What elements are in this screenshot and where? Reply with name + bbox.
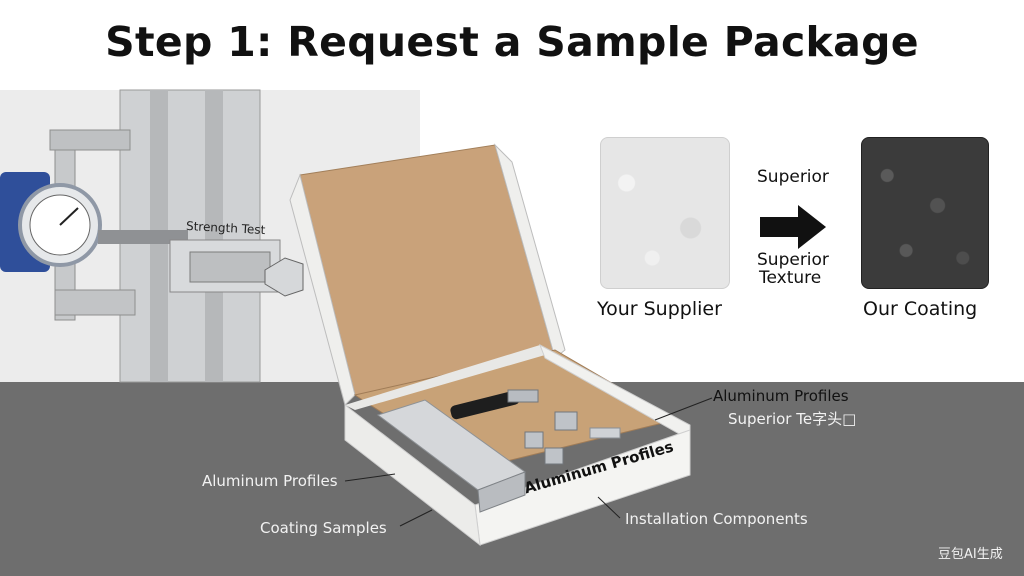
callout-coating-samples: Coating Samples — [260, 519, 387, 537]
our-coating-texture-swatch — [861, 137, 989, 289]
your-supplier-label: Your Supplier — [597, 298, 722, 320]
right-arrow-icon — [760, 205, 826, 249]
callout-aluminum-profiles-left: Aluminum Profiles — [202, 472, 338, 490]
comparison-bottom-label-line2: Texture — [759, 268, 822, 288]
comparison-top-label: Superior — [757, 167, 829, 187]
our-coating-label: Our Coating — [863, 298, 978, 320]
supplier-texture-swatch — [600, 137, 730, 289]
comparison-bottom-label-line1: Superior — [757, 250, 829, 270]
sample-box — [289, 143, 691, 547]
callout-aluminum-profiles-right: Aluminum Profiles — [713, 387, 849, 405]
page-title: Step 1: Request a Sample Package — [105, 18, 919, 66]
watermark: 豆包AI生成 — [938, 547, 1003, 562]
strength-test-rig — [0, 89, 304, 383]
callout-superior-texture-right: Superior Te字头□ — [728, 410, 857, 428]
callout-lines — [344, 397, 713, 527]
callout-installation-components: Installation Components — [625, 510, 808, 528]
